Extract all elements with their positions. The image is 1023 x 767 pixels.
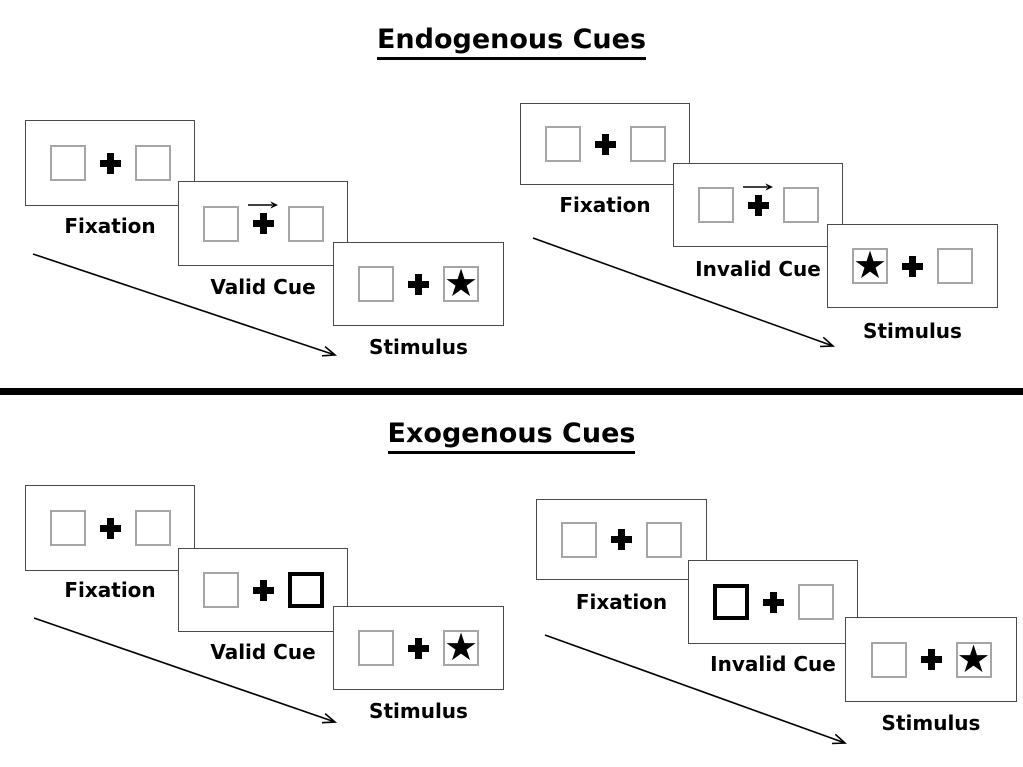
panel-label-invalid-cue: Invalid Cue: [695, 257, 821, 281]
star-icon: ★: [443, 261, 479, 305]
left-box: [202, 205, 239, 242]
left-box: ★: [852, 243, 888, 287]
panel-label-stimulus: Stimulus: [369, 699, 468, 723]
star-icon: ★: [443, 625, 479, 669]
fixation-cross-icon: [762, 591, 784, 613]
left-box: [358, 630, 394, 666]
fixation-cross-icon: [594, 133, 616, 155]
right-box: [134, 510, 171, 546]
section-title-exogenous: Exogenous Cues: [0, 418, 1023, 454]
exogenous-invalid-stimulus-screen: ★: [845, 617, 1017, 702]
right-box: [287, 205, 324, 242]
panel-label-invalid-cue: Invalid Cue: [710, 652, 836, 676]
section-title-endogenous: Endogenous Cues: [0, 24, 1023, 60]
panel-label-stimulus: Stimulus: [881, 711, 981, 735]
exogenous-valid-fixation-screen: [25, 485, 195, 571]
panel-label-fixation: Fixation: [575, 590, 668, 614]
fixation-cross-icon: [408, 273, 429, 295]
right-box: ★: [443, 261, 479, 305]
exogenous-invalid-fixation-screen: [536, 499, 707, 580]
left-box: [202, 572, 239, 608]
left-box: [49, 145, 86, 181]
fixation-cross-icon: [252, 579, 274, 601]
section-divider: [0, 388, 1023, 395]
star-icon: ★: [956, 636, 991, 681]
cue-arrow-icon: [248, 201, 278, 209]
endogenous-invalid-fixation-screen: [520, 103, 690, 185]
timeline-arrow-endogenous-valid: [32, 253, 338, 357]
panel-label-valid-cue: Valid Cue: [210, 275, 316, 299]
endogenous-valid-cue-screen: [178, 181, 348, 266]
fixation-cross-icon: [920, 649, 942, 670]
panel-label-fixation: Fixation: [64, 578, 156, 602]
left-box: [561, 521, 597, 558]
right-box: ★: [443, 625, 479, 669]
right-box: [782, 187, 819, 223]
right-box: ★: [955, 636, 992, 681]
left-box: [544, 126, 581, 162]
timeline-arrow-exogenous-valid: [33, 617, 338, 724]
endogenous-invalid-cue-screen: [673, 163, 843, 247]
left-box: [697, 187, 734, 223]
timeline-arrow-endogenous-invalid: [532, 237, 836, 348]
fixation-cross-icon: [611, 529, 632, 550]
endogenous-invalid-stimulus-screen: ★: [827, 224, 998, 308]
star-icon: ★: [852, 243, 888, 287]
endogenous-valid-fixation-screen: [25, 120, 195, 206]
panel-label-stimulus: Stimulus: [863, 319, 962, 343]
right-box: [797, 584, 834, 620]
panel-label-fixation: Fixation: [64, 214, 156, 238]
endogenous-valid-stimulus-screen: ★: [333, 242, 504, 326]
left-box: [870, 641, 907, 678]
section-title-text: Endogenous Cues: [376, 24, 647, 60]
fixation-cross-icon: [99, 152, 121, 174]
fixation-cross-icon: [248, 201, 278, 234]
left-box: [49, 510, 86, 546]
fixation-cross-icon: [99, 517, 121, 539]
exogenous-valid-stimulus-screen: ★: [333, 606, 504, 690]
cue-arrow-icon: [743, 182, 773, 191]
right-box: [646, 521, 682, 558]
left-box: [358, 266, 394, 302]
section-title-text: Exogenous Cues: [387, 418, 636, 454]
left-box-highlighted: [712, 584, 749, 620]
exogenous-valid-cue-screen: [178, 548, 348, 632]
fixation-cross-icon: [408, 637, 429, 659]
panel-label-fixation: Fixation: [559, 193, 651, 217]
right-box: [629, 126, 666, 162]
right-box-highlighted: [287, 572, 324, 608]
right-box: [937, 248, 973, 284]
panel-label-stimulus: Stimulus: [369, 335, 468, 359]
right-box: [134, 145, 171, 181]
fixation-cross-icon: [902, 255, 923, 277]
fixation-cross-icon: [743, 182, 773, 216]
panel-label-valid-cue: Valid Cue: [210, 640, 316, 664]
exogenous-invalid-cue-screen: [688, 560, 858, 644]
